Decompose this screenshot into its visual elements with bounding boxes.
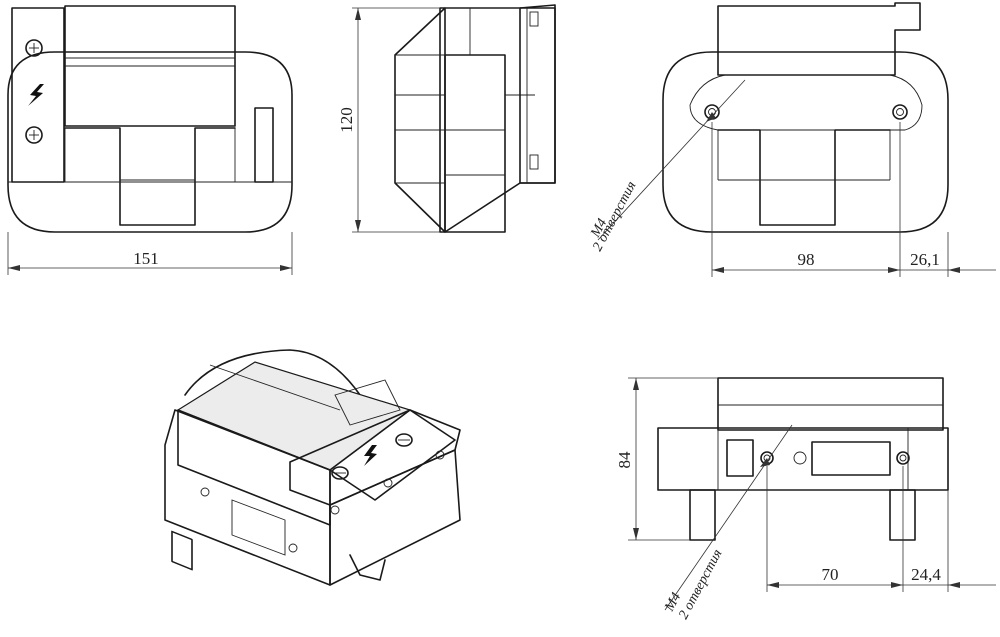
dimension-height-side: 84 xyxy=(615,377,718,541)
screw-icon xyxy=(25,126,43,144)
dimension-label: 98 xyxy=(798,250,815,269)
dimension-label: 26,1 xyxy=(910,250,940,269)
lightning-bolt-icon xyxy=(28,84,44,106)
dimension-label: 151 xyxy=(133,249,159,268)
dimension-edge-offset-top: 26,1 xyxy=(900,232,996,277)
front-view: 151 xyxy=(7,5,293,275)
isometric-view xyxy=(164,349,461,586)
dimension-label: 84 xyxy=(615,451,634,469)
dimension-hole-spacing-top: 98 xyxy=(711,122,901,277)
side-view: 120 xyxy=(337,4,556,233)
dimension-label: 70 xyxy=(822,565,839,584)
mounting-hole xyxy=(896,451,910,465)
side-elevation-view: M4 2 отверстия 84 70 24,4 xyxy=(615,377,996,622)
dimension-hole-spacing-side: 70 xyxy=(766,466,904,592)
dimension-label: 120 xyxy=(337,107,356,133)
screw-icon xyxy=(395,433,413,447)
dimension-width-total: 151 xyxy=(7,232,293,275)
rear-view: M4 2 отверстия 98 26,1 xyxy=(588,2,996,277)
dimension-label: 24,4 xyxy=(911,565,941,584)
screw-icon xyxy=(331,466,349,480)
lightning-bolt-icon xyxy=(364,445,377,466)
screw-icon xyxy=(25,39,43,57)
dimension-edge-offset-side: 24,4 xyxy=(903,490,996,592)
mounting-hole xyxy=(892,104,908,120)
dimension-height-total: 120 xyxy=(337,7,440,233)
holes-note: 2 отверстия xyxy=(590,179,639,254)
